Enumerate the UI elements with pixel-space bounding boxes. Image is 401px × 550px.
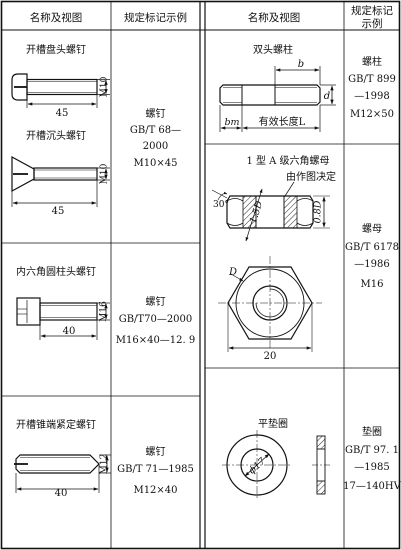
marking-line: 垫圈 [362,425,382,438]
marking-line: 螺柱 [362,55,382,68]
marking-line: GB/T 6178 [345,242,399,253]
countersunk-screw-length-dim: 45 [52,206,65,217]
countersunk-screw-drawing [11,155,110,207]
header-marking-example-left: 规定标记示例 [124,11,187,24]
marking-line: 螺钉 [146,108,166,120]
stud-thread-length-dim: b [298,59,304,70]
marking-line: —1985 [354,462,389,473]
countersunk-screw-diameter-dim: M10 [100,163,110,184]
hex-nut-front-view [211,181,330,242]
marking-line: M16 [361,279,384,290]
marking-line: —1998 [354,91,389,102]
socket-head-screw-length-dim: 40 [63,326,76,337]
stud-diameter-dim: d [324,91,330,102]
stud-name: 双头螺柱 [253,43,293,56]
stud-effective-length-dim: 有效长度L [259,115,306,128]
marking-line: —1986 [354,259,389,270]
marking-line: M12×40 [133,485,177,496]
hex-nut-0-8d-dim: 0.8D [313,200,324,223]
marking-line: 2000 [143,141,168,152]
set-screw-drawing [14,454,111,493]
pan-head-screw-diameter-dim: M10 [100,76,110,97]
marking-line: 螺母 [362,223,382,235]
header-marking-example-right-line2: 示例 [362,17,383,30]
washer-diameter-dim: ϕ17 [247,455,269,476]
marking-line: GB/T 899 [348,74,396,85]
stud-drawing [219,66,336,132]
washer-drawing [222,430,330,500]
socket-head-screw-drawing [16,297,110,340]
marking-line: M12×50 [350,109,394,120]
marking-line: GB/T70—2000 [119,314,193,325]
hex-nut-width-dim: 20 [264,351,277,362]
socket-head-screw-diameter-dim: M16 [99,301,109,322]
header-name-and-view-left: 名称及视图 [30,11,83,24]
marking-line: 17—140HV [343,481,401,492]
hex-nut-name: 1 型 A 级六角螺母 [246,154,329,167]
hex-nut-angle-dim: 30° [213,200,229,210]
marking-line: GB/T 97. 1 [345,445,399,456]
marking-line: 螺钉 [146,446,166,458]
pan-head-screw-drawing [11,73,110,108]
washer-name: 平垫圈 [258,417,288,430]
pan-head-screw-name: 开槽盘头螺钉 [26,43,86,56]
marking-stud: 螺柱 GB/T 899 —1998 M12×50 [348,55,396,120]
marking-hex-nut: 螺母 GB/T 6178 —1986 M16 [345,223,399,290]
marking-line: GB/T 71—1985 [117,464,194,475]
hex-nut-top-view [218,256,322,352]
set-screw-length-dim: 40 [55,488,68,499]
hex-nut-note: 由作图决定 [286,170,336,183]
stud-bm-dim: bm [224,117,239,128]
hex-nut-d-dim: D [228,267,237,278]
marking-line: M16×40—12. 9 [116,335,196,346]
set-screw-diameter-dim: M12 [100,454,110,475]
header-marking-example-right-line1: 规定标记 [351,4,393,17]
header-name-and-view-right: 名称及视图 [248,11,301,24]
marking-washer: 垫圈 GB/T 97. 1 —1985 17—140HV [343,425,401,492]
marking-set-screw: 螺钉 GB/T 71—1985 M12×40 [117,446,194,496]
marking-line: GB/T 68— [130,125,181,136]
marking-socket-head-screw: 螺钉 GB/T70—2000 M16×40—12. 9 [116,296,196,346]
marking-countersunk-screw: 螺钉 GB/T 68— 2000 M10×45 [130,108,181,169]
socket-head-screw-name: 内六角圆柱头螺钉 [16,265,96,278]
pan-head-screw-length-dim: 45 [56,108,69,119]
countersunk-screw-name: 开槽沉头螺钉 [26,129,86,142]
set-screw-name: 开槽锥端紧定螺钉 [16,418,96,431]
marking-line: 螺钉 [146,296,166,308]
marking-line: M10×45 [133,158,177,169]
